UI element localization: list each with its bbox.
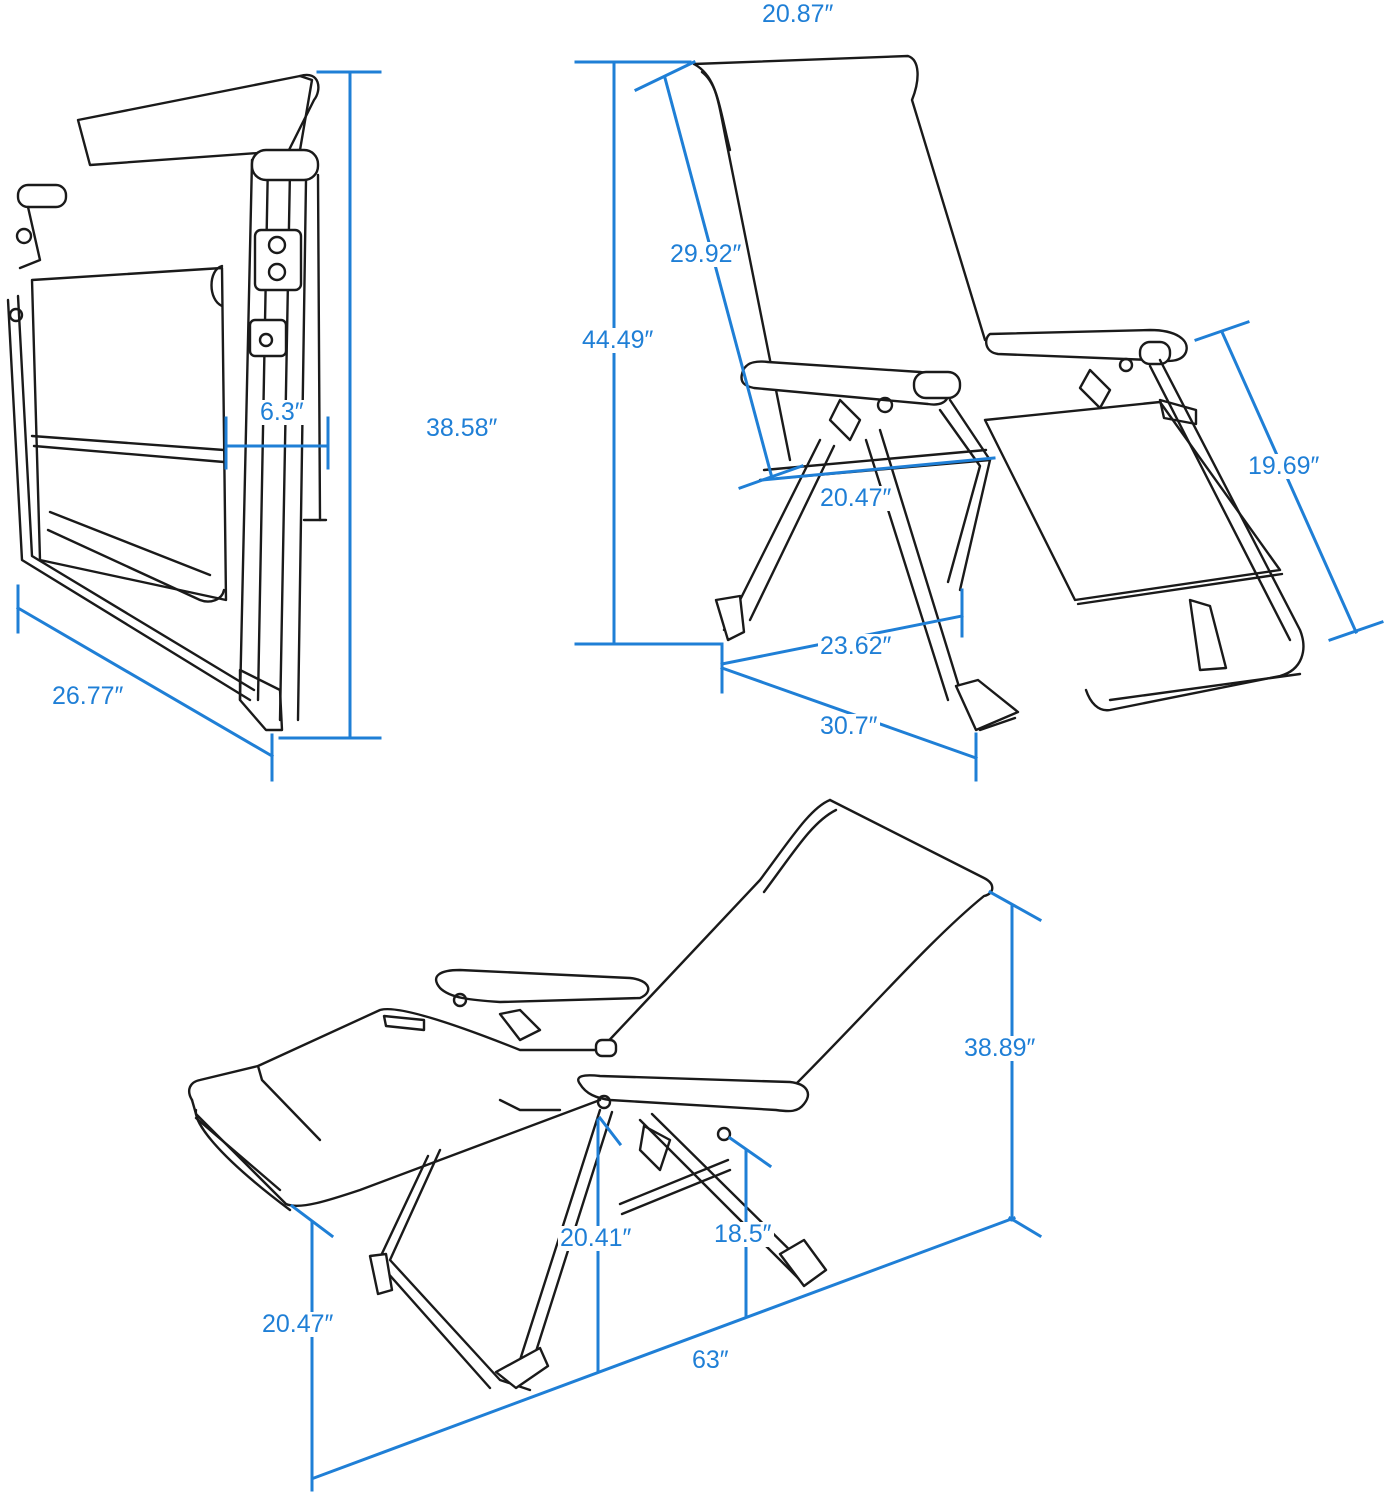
reclined-armrest-height-label: 20.41″ (558, 1224, 634, 1252)
upright-base-depth-label: 30.7″ (818, 712, 880, 740)
reclined-dimension-lines (289, 889, 1043, 1492)
upright-base-width-label: 23.62″ (818, 632, 894, 660)
folded-dimension-lines (15, 70, 382, 782)
folded-width-label: 26.77″ (50, 682, 126, 710)
reclined-chair-drawing (188, 798, 994, 1392)
upright-backrest-label: 29.92″ (668, 240, 744, 268)
reclined-seat-height-label: 18.5″ (712, 1220, 774, 1248)
folded-thickness-label: 6.3″ (258, 398, 306, 426)
upright-dimension-lines (574, 59, 1384, 782)
folded-height-label: 38.58″ (424, 414, 500, 442)
reclined-length-label: 63″ (690, 1346, 731, 1374)
upright-top-width-label: 20.87″ (760, 0, 836, 28)
upright-seat-depth-label: 19.69″ (1246, 452, 1322, 480)
reclined-height-label: 38.89″ (962, 1034, 1038, 1062)
folded-chair-drawing (6, 73, 328, 732)
upright-height-label: 44.49″ (580, 326, 656, 354)
upright-seat-width-label: 20.47″ (818, 484, 894, 512)
upright-chair-drawing (692, 54, 1305, 732)
reclined-footrest-height-label: 20.47″ (260, 1310, 336, 1338)
